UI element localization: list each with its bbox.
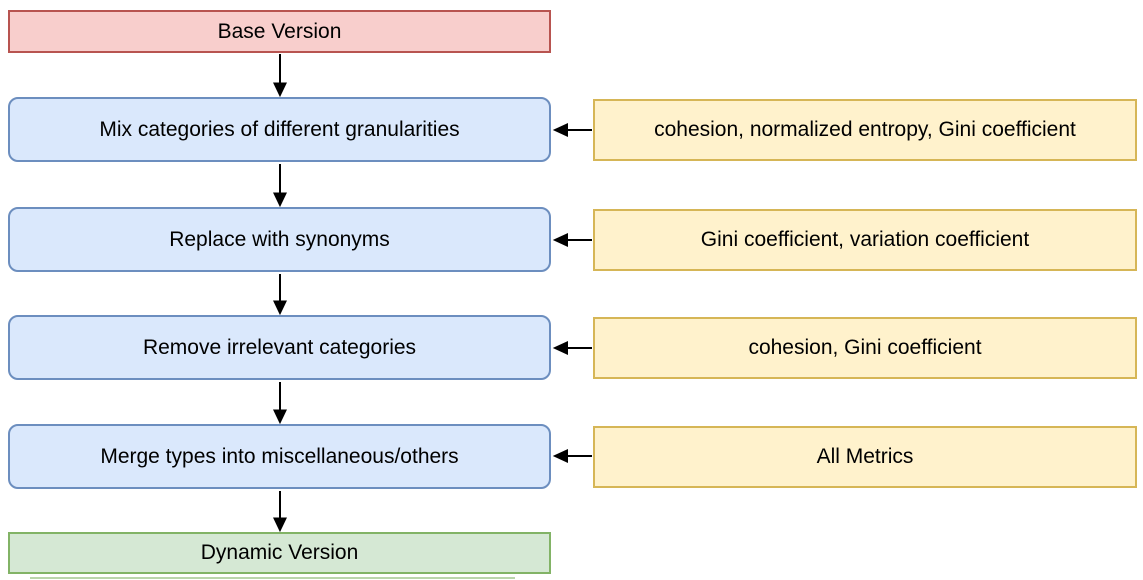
arrow-left-metric1-to-step1 — [552, 123, 592, 137]
node-step-label: Remove irrelevant categories — [142, 335, 417, 359]
node-step-mix-categories: Mix categories of different granularitie… — [8, 97, 551, 162]
node-metrics-label: cohesion, Gini coefficient — [748, 336, 982, 360]
arrow-down-start-to-step1 — [273, 54, 287, 98]
node-step-label: Mix categories of different granularitie… — [99, 117, 460, 141]
node-metrics-for-step3: cohesion, Gini coefficient — [593, 317, 1137, 379]
node-base-version: Base Version — [8, 10, 551, 53]
arrow-down-step1-to-step2 — [273, 164, 287, 208]
clipped-element-edge — [30, 577, 515, 579]
node-base-version-label: Base Version — [217, 19, 342, 43]
node-metrics-for-step4: All Metrics — [593, 426, 1137, 488]
node-step-merge-types: Merge types into miscellaneous/others — [8, 424, 551, 489]
arrow-down-step3-to-step4 — [273, 382, 287, 425]
node-step-label: Replace with synonyms — [169, 227, 390, 251]
arrow-down-step4-to-end — [273, 491, 287, 533]
arrow-left-metric2-to-step2 — [552, 233, 592, 247]
arrow-left-metric4-to-step4 — [552, 449, 592, 463]
node-metrics-for-step1: cohesion, normalized entropy, Gini coeff… — [593, 99, 1137, 161]
node-dynamic-version-label: Dynamic Version — [200, 541, 359, 565]
node-metrics-for-step2: Gini coefficient, variation coefficient — [593, 209, 1137, 271]
node-dynamic-version: Dynamic Version — [8, 532, 551, 574]
node-step-remove-irrelevant: Remove irrelevant categories — [8, 315, 551, 380]
node-metrics-label: cohesion, normalized entropy, Gini coeff… — [654, 118, 1076, 142]
node-metrics-label: Gini coefficient, variation coefficient — [700, 228, 1030, 252]
arrow-down-step2-to-step3 — [273, 274, 287, 316]
arrow-left-metric3-to-step3 — [552, 341, 592, 355]
node-step-label: Merge types into miscellaneous/others — [100, 444, 459, 468]
node-metrics-label: All Metrics — [816, 445, 914, 469]
node-step-replace-synonyms: Replace with synonyms — [8, 207, 551, 272]
